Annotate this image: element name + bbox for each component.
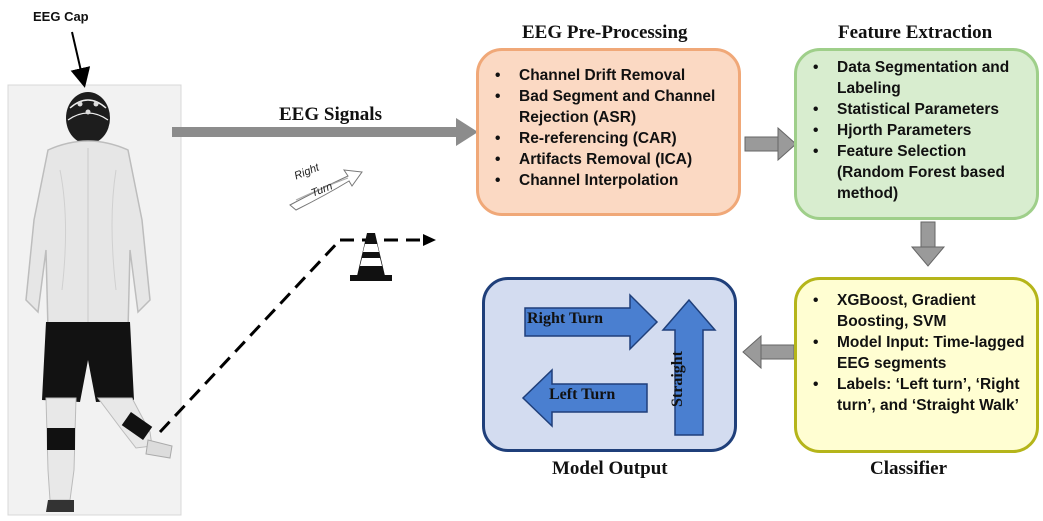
classifier-box: XGBoost, Gradient Boosting, SVM Model In…	[794, 277, 1039, 453]
features-item: Hjorth Parameters	[797, 120, 1036, 141]
features-list: Data Segmentation and Labeling Statistic…	[797, 57, 1036, 204]
features-box: Data Segmentation and Labeling Statistic…	[794, 48, 1039, 220]
features-title: Feature Extraction	[838, 22, 993, 43]
preprocessing-title: EEG Pre-Processing	[522, 22, 688, 43]
preprocessing-item: Channel Interpolation	[479, 170, 738, 191]
preprocessing-box: Channel Drift Removal Bad Segment and Ch…	[476, 48, 741, 216]
features-item: Feature Selection (Random Forest based m…	[797, 141, 1036, 204]
preprocessing-item: Re-referencing (CAR)	[479, 128, 738, 149]
walking-subject-figure	[25, 92, 173, 512]
straight-arrow	[661, 298, 717, 436]
classifier-item: XGBoost, Gradient Boosting, SVM	[797, 290, 1036, 332]
traffic-cone-icon	[350, 233, 392, 281]
right-turn-icon	[289, 169, 363, 211]
right-turn-label: Right Turn	[527, 310, 604, 327]
classifier-title: Classifier	[870, 458, 948, 479]
classifier-item: Labels: ‘Left turn’, ‘Right turn’, and ‘…	[797, 374, 1036, 416]
arrow-features-to-classifier	[910, 221, 946, 267]
preprocessing-item: Bad Segment and Channel Rejection (ASR)	[479, 86, 738, 128]
classifier-item: Model Input: Time-lagged EEG segments	[797, 332, 1036, 374]
output-arrows	[521, 293, 717, 436]
eeg-signals-arrow	[172, 118, 478, 146]
cap-pointer-arrow	[70, 31, 91, 88]
features-item: Statistical Parameters	[797, 99, 1036, 120]
arrow-preprocessing-to-features	[744, 126, 797, 162]
classifier-list: XGBoost, Gradient Boosting, SVM Model In…	[797, 290, 1036, 416]
eeg-signals-label: EEG Signals	[279, 104, 382, 125]
eeg-cap-label: EEG Cap	[33, 9, 89, 24]
left-turn-arrow	[521, 368, 648, 428]
arrow-classifier-to-output	[742, 334, 795, 370]
features-item: Data Segmentation and Labeling	[797, 57, 1036, 99]
output-box: Right Turn Left Turn Straight	[482, 277, 737, 452]
straight-label: Straight	[669, 351, 686, 407]
output-title: Model Output	[552, 458, 668, 479]
left-turn-label: Left Turn	[549, 386, 616, 403]
walking-path-dashed	[158, 234, 436, 434]
preprocessing-item: Artifacts Removal (ICA)	[479, 149, 738, 170]
preprocessing-item: Channel Drift Removal	[479, 65, 738, 86]
preprocessing-list: Channel Drift Removal Bad Segment and Ch…	[479, 65, 738, 191]
right-turn-arrow	[524, 293, 659, 351]
